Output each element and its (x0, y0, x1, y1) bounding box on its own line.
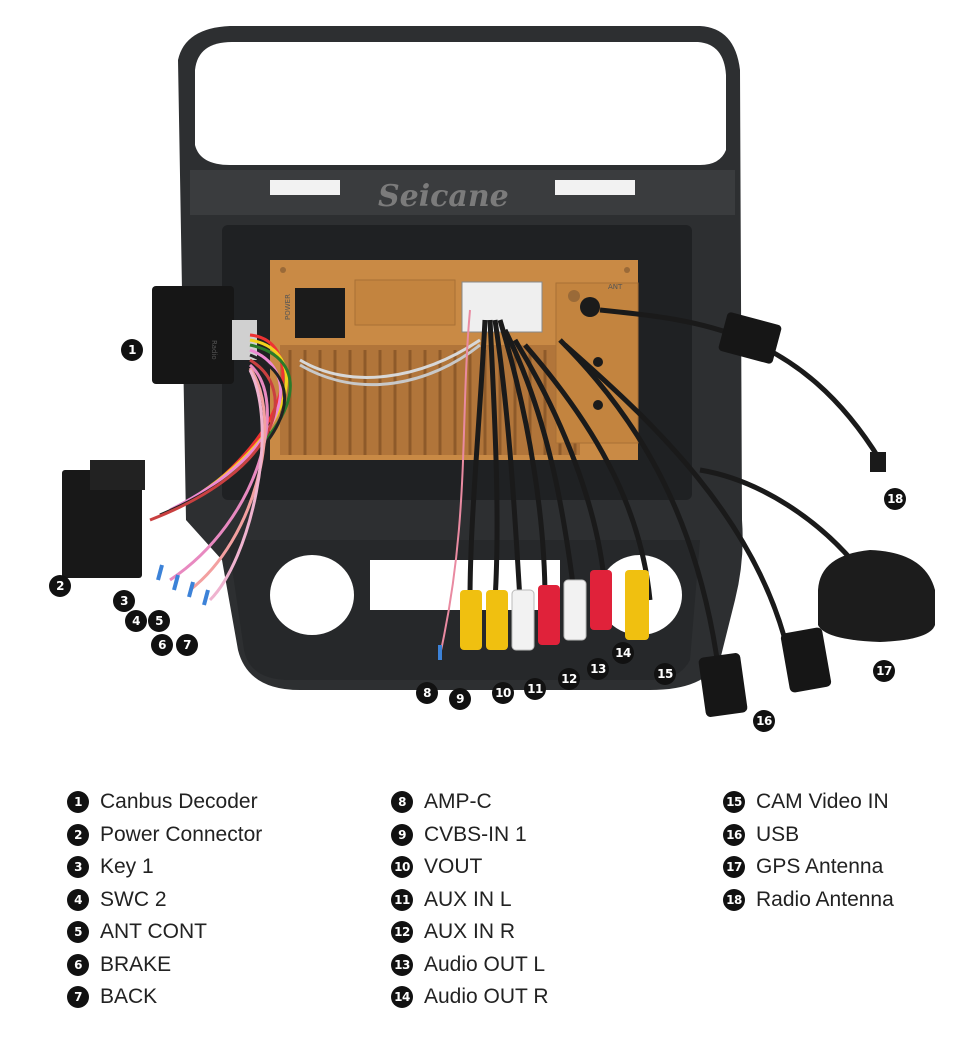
legend-number: 2 (67, 823, 89, 846)
legend-label: VOUT (424, 855, 483, 879)
ant-port-label: ANT (608, 283, 623, 291)
legend-number: 9 (391, 823, 413, 846)
legend-number: 15 (723, 791, 745, 814)
legend-item: 4 SWC 2 (67, 884, 262, 917)
legend-label: BACK (100, 985, 158, 1009)
callout-marker: 8 (416, 682, 438, 704)
legend-number: 13 (391, 953, 413, 976)
legend-number: 7 (67, 986, 89, 1009)
legend-number: 8 (391, 791, 413, 814)
callout-marker: 5 (148, 610, 170, 632)
callout-marker: 17 (873, 660, 895, 682)
legend-item: 9 CVBS-IN 1 (391, 819, 549, 852)
usb-connectors (698, 627, 832, 717)
callout-marker: 12 (558, 668, 580, 690)
legend-item: 14 Audio OUT R (391, 981, 549, 1014)
rca-cables (467, 307, 883, 681)
legend-label: AUX IN R (424, 920, 516, 944)
legend-number: 10 (391, 856, 413, 879)
legend-number: 1 (67, 791, 89, 814)
callout-marker: 15 (654, 663, 676, 685)
legend-label: Audio OUT R (424, 985, 549, 1009)
legend-number: 5 (67, 921, 89, 944)
callout-marker: 7 (176, 634, 198, 656)
legend-label: ANT CONT (100, 920, 207, 944)
legend-label: Radio Antenna (756, 887, 894, 911)
legend-number: 6 (67, 953, 89, 976)
legend-label: GPS Antenna (756, 855, 884, 879)
callout-marker: 6 (151, 634, 173, 656)
legend-label: AUX IN L (424, 887, 512, 911)
legend-label: Power Connector (100, 822, 263, 846)
wire-harness (149, 309, 481, 656)
callout-marker: 4 (125, 610, 147, 632)
callout-marker: 1 (121, 339, 143, 361)
legend-column-2: 8 AMP-C 9 CVBS-IN 1 10 VOUT 11 AUX IN L 12 AU… (391, 786, 549, 1014)
legend-number: 16 (723, 823, 745, 846)
legend-label: CAM Video IN (756, 790, 889, 814)
legend-label: BRAKE (100, 952, 172, 976)
wiring-diagram: Seicane POWER ANT (62, 26, 935, 717)
legend-item: 17 GPS Antenna (723, 851, 894, 884)
legend-item: 10 VOUT (391, 851, 549, 884)
legend-item: 1 Canbus Decoder (67, 786, 262, 819)
legend-number: 17 (723, 856, 745, 879)
legend-item: 16 USB (723, 819, 894, 852)
legend-item: 18 Radio Antenna (723, 884, 894, 917)
decoder-label: Radio (210, 340, 218, 360)
legend-item: 13 Audio OUT L (391, 949, 549, 982)
legend-label: SWC 2 (100, 887, 167, 911)
legend-label: CVBS-IN 1 (424, 822, 527, 846)
power-connector (62, 460, 145, 578)
legend-item: 2 Power Connector (67, 819, 262, 852)
legend-item: 7 BACK (67, 981, 262, 1014)
legend-label: Key 1 (100, 855, 154, 879)
legend-item: 8 AMP-C (391, 786, 549, 819)
radio-antenna-plug (718, 312, 886, 472)
legend-number: 4 (67, 888, 89, 911)
legend-label: USB (756, 822, 800, 846)
legend-number: 14 (391, 986, 413, 1009)
legend-item: 15 CAM Video IN (723, 786, 894, 819)
legend-label: AMP-C (424, 790, 492, 814)
legend-number: 11 (391, 888, 413, 911)
legend-item: 11 AUX IN L (391, 884, 549, 917)
callout-marker: 3 (113, 590, 135, 612)
callout-marker: 18 (884, 488, 906, 510)
legend-item: 3 Key 1 (67, 851, 262, 884)
callout-marker: 10 (492, 682, 514, 704)
callout-marker: 16 (753, 710, 775, 732)
callout-marker: 13 (587, 658, 609, 680)
gps-antenna (818, 550, 935, 642)
legend-column-3: 15 CAM Video IN 16 USB 17 GPS Antenna 18 Rad… (723, 786, 894, 916)
callout-marker: 11 (524, 678, 546, 700)
callout-marker: 14 (612, 642, 634, 664)
legend-label: Audio OUT L (424, 952, 546, 976)
legend-item: 12 AUX IN R (391, 916, 549, 949)
power-port-label: POWER (284, 294, 292, 320)
harness-pins (156, 564, 442, 660)
rca-plugs (460, 570, 649, 651)
legend-number: 12 (391, 921, 413, 944)
brand-logo: Seicane (378, 179, 509, 214)
legend-item: 5 ANT CONT (67, 916, 262, 949)
legend-number: 18 (723, 888, 745, 911)
legend-label: Canbus Decoder (100, 790, 258, 814)
callout-marker: 9 (449, 688, 471, 710)
legend-item: 6 BRAKE (67, 949, 262, 982)
canbus-decoder (152, 286, 257, 384)
legend-number: 3 (67, 856, 89, 879)
callout-marker: 2 (49, 575, 71, 597)
